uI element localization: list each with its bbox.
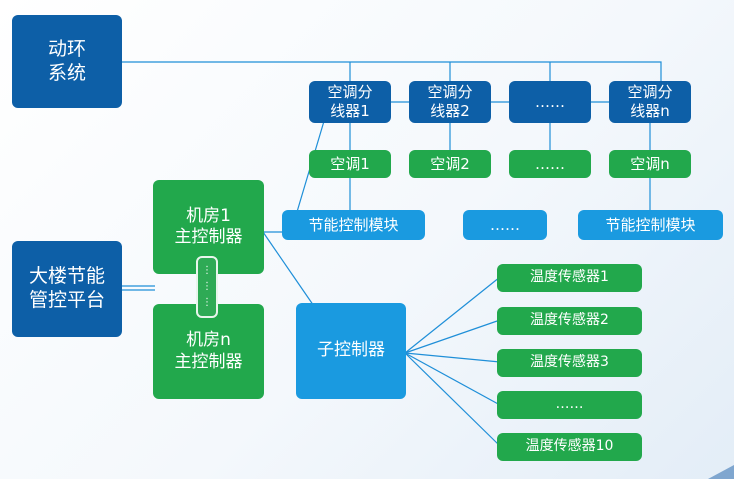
sub-to-sensor1 [404, 276, 501, 354]
sub-to-sensor-dots [404, 352, 501, 406]
ac-unit-label: …… [535, 154, 565, 173]
ac-unit-label: 空调2 [430, 154, 470, 173]
ac-unit-2: 空调2 [409, 150, 491, 178]
temp-sensor-3: 温度传感器3 [497, 349, 642, 377]
energy-module-label: 节能控制模块 [605, 215, 696, 234]
energy-module-n: 节能控制模块 [578, 210, 723, 240]
sub-controller-label: 子控制器 [317, 340, 385, 361]
temp-sensor-label: 温度传感器10 [525, 438, 614, 455]
corner-decoration [708, 465, 734, 479]
temp-sensor-2: 温度传感器2 [497, 307, 642, 335]
ac-splitter-label: …… [535, 92, 565, 111]
ac-splitter-1: 空调分 线器1 [309, 81, 391, 123]
room1-controller-label: 机房1 主控制器 [174, 205, 243, 247]
ac-unit-ellipsis: …… [509, 150, 591, 178]
temp-sensor-label: 温度传感器2 [530, 312, 609, 329]
roomn-controller-label: 机房n 主控制器 [174, 330, 243, 372]
sub-controller-box: 子控制器 [296, 303, 406, 399]
env-system-box: 动环 系统 [12, 15, 122, 108]
ac-splitter-ellipsis: …… [509, 81, 591, 123]
energy-module-ellipsis: …… [463, 210, 547, 240]
controller-link: ⋮ ⋮ ⋮ [196, 256, 218, 318]
sub-to-sensor2 [404, 319, 501, 354]
room1-to-subcontroller [262, 231, 319, 313]
temp-sensor-10: 温度传感器10 [497, 433, 642, 461]
ac-splitter-label: 空调分 线器n [627, 83, 673, 120]
energy-module-1: 节能控制模块 [282, 210, 425, 240]
link-dot: ⋮ [202, 297, 212, 308]
platform-box: 大楼节能 管控平台 [12, 241, 122, 337]
energy-module-label: 节能控制模块 [308, 215, 399, 234]
link-dot: ⋮ [202, 281, 212, 292]
env-system-label: 动环 系统 [47, 37, 86, 84]
ac-splitter-2: 空调分 线器2 [409, 81, 491, 123]
ac-unit-n: 空调n [609, 150, 691, 178]
roomn-controller-box: 机房n 主控制器 [153, 304, 264, 399]
energy-module-label: …… [490, 215, 520, 234]
ac-unit-label: 空调1 [330, 154, 370, 173]
temp-sensor-label: …… [555, 396, 584, 413]
link-dot: ⋮ [202, 265, 212, 276]
env-bus-line [121, 61, 662, 82]
temp-sensor-ellipsis: …… [497, 391, 642, 419]
ac-splitter-n: 空调分 线器n [609, 81, 691, 123]
ac-splitter-label: 空调分 线器2 [427, 83, 473, 120]
temp-sensor-label: 温度传感器3 [530, 354, 609, 371]
ac-splitter-label: 空调分 线器1 [327, 83, 373, 120]
temp-sensor-label: 温度传感器1 [530, 269, 609, 286]
ac-unit-1: 空调1 [309, 150, 391, 178]
ac-unit-label: 空调n [630, 154, 670, 173]
platform-label: 大楼节能 管控平台 [28, 265, 105, 311]
sub-to-sensor3 [404, 352, 501, 363]
temp-sensor-1: 温度传感器1 [497, 264, 642, 292]
sub-to-sensor10 [404, 352, 501, 447]
